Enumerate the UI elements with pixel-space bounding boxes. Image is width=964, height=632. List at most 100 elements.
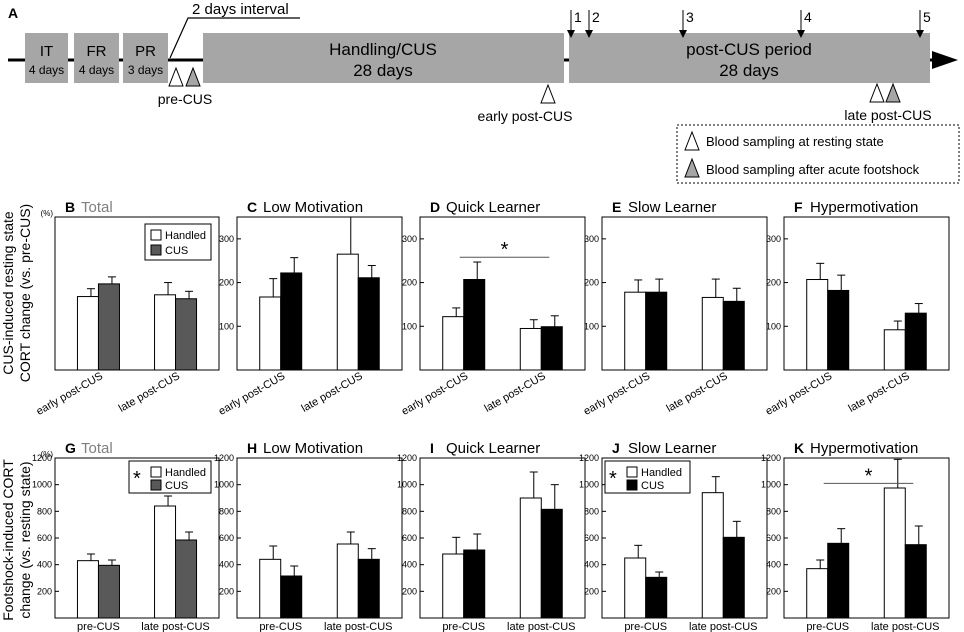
y-tick-label-h-3: 800 [219,506,234,516]
legend-resting-label: Blood sampling at resting state [706,134,884,149]
y-tick-label-i-5: 1200 [397,453,417,463]
bar-h-cus-0 [280,575,303,619]
y-tick-label-i-1: 400 [402,560,417,570]
legend-label-cus-j: CUS [641,480,664,492]
bar-j-handled-0 [624,557,647,619]
y-tick-label-h-1: 400 [219,560,234,570]
legend-label-cus-g: CUS [165,480,188,492]
significance-star-d: * [501,239,509,261]
y-tick-label-j-3: 800 [584,506,599,516]
legend-footshock-marker [684,157,700,178]
x-tick-label-e-0: early post-CUS [582,370,653,418]
y-tick-label-g-1: 400 [37,560,52,570]
x-tick-label-i-0: pre-CUS [442,621,485,632]
y-tick-label-k-3: 800 [766,506,781,516]
bar-k-cus-0 [827,542,850,619]
x-tick-label-k-1: late post-CUS [871,621,939,632]
late-resting-marker [869,82,885,103]
y-tick-label-j-4: 1000 [579,480,599,490]
interval-label: 2 days interval [192,1,289,18]
bar-e-cus-1 [722,300,745,371]
y-tick-label-j-2: 600 [584,533,599,543]
y-tick-label-g-0: 200 [37,586,52,596]
panel-title-f: Hypermotivation [810,199,918,216]
pre-footshock-marker [185,66,201,87]
x-tick-label-f-0: early post-CUS [764,370,835,418]
panel-letter-g: G [65,440,76,456]
svg-text:5: 5 [923,9,931,25]
late-footshock-marker [885,82,901,103]
legend-swatch-handled-b [150,229,162,241]
handling-cus-duration: 28 days [353,61,413,80]
bar-g-cus-0 [97,564,120,619]
y-tick-label-e-2: 300 [584,234,599,244]
y-tick-label-f-0: 100 [766,321,781,331]
panel-letter-h: H [247,440,257,456]
pre-resting-marker [168,66,184,87]
y-tick-label-i-4: 1000 [397,480,417,490]
bar-k-handled-1 [883,487,906,619]
bar-k-handled-0 [806,568,829,619]
y-tick-label-h-5: 1200 [214,453,234,463]
time-point-3: 3 [679,9,694,38]
bar-c-handled-0 [259,296,282,371]
y-tick-label-i-0: 200 [402,586,417,596]
x-tick-label-e-1: late post-CUS [664,370,729,415]
bar-c-handled-1 [336,253,359,371]
significance-star-k: * [865,465,873,487]
x-tick-label-b-1: late post-CUS [117,370,182,415]
x-tick-label-g-0: pre-CUS [77,621,120,632]
pre-cus-sampling-label: pre-CUS [158,91,212,107]
panel-letter-i: I [430,440,434,456]
bar-f-cus-0 [827,289,850,371]
post-cus-name: post-CUS period [686,40,812,59]
bar-d-handled-1 [519,327,542,371]
bar-i-handled-0 [442,553,465,619]
timeline-arrowhead [932,51,958,69]
legend-swatch-handled-j [626,466,638,478]
row-label-bottom-line2: change (vs. resting state) [17,461,33,618]
block-it: IT 4 days [25,33,68,83]
block-pr-name: PR [135,43,156,60]
block-post-cus: post-CUS period 28 days [569,33,930,83]
legend-star-g: * [133,468,141,490]
legend-swatch-cus-j [626,479,638,491]
panel-title-c: Low Motivation [263,199,363,216]
y-tick-label-i-3: 800 [402,506,417,516]
y-tick-label-c-2: 300 [219,234,234,244]
bar-f-handled-1 [883,329,906,371]
early-resting-marker [540,83,556,104]
handling-cus-name: Handling/CUS [329,40,437,59]
panel-letter-k: K [794,440,804,456]
plot-frame-c [236,216,403,371]
panel-letter-d: D [430,199,440,215]
plot-frame-f [783,216,950,371]
y-tick-label-h-4: 1000 [214,480,234,490]
legend-swatch-handled-g [150,466,162,478]
bar-d-cus-1 [540,326,563,371]
legend-label-cus-b: CUS [165,245,188,257]
bar-g-cus-1 [175,539,198,619]
legend-box-j [604,460,691,494]
bar-i-cus-0 [463,549,486,619]
legend-star-j: * [609,468,617,490]
x-tick-label-b-0: early post-CUS [34,370,105,418]
y-tick-label-g-5: 1200 [32,453,52,463]
block-fr: FR 4 days [74,33,119,83]
legend-box-g [128,460,212,494]
panel-title-d: Quick Learner [446,199,540,216]
unit-label-g: (%) [41,450,54,459]
early-post-cus-sampling-label: early post-CUS [478,108,573,124]
y-tick-label-k-2: 600 [766,533,781,543]
y-tick-label-j-1: 400 [584,560,599,570]
panel-title-k: Hypermotivation [810,440,918,457]
x-tick-label-j-1: late post-CUS [689,621,757,632]
unit-label-b: (%) [41,209,54,218]
y-tick-label-c-0: 100 [219,321,234,331]
